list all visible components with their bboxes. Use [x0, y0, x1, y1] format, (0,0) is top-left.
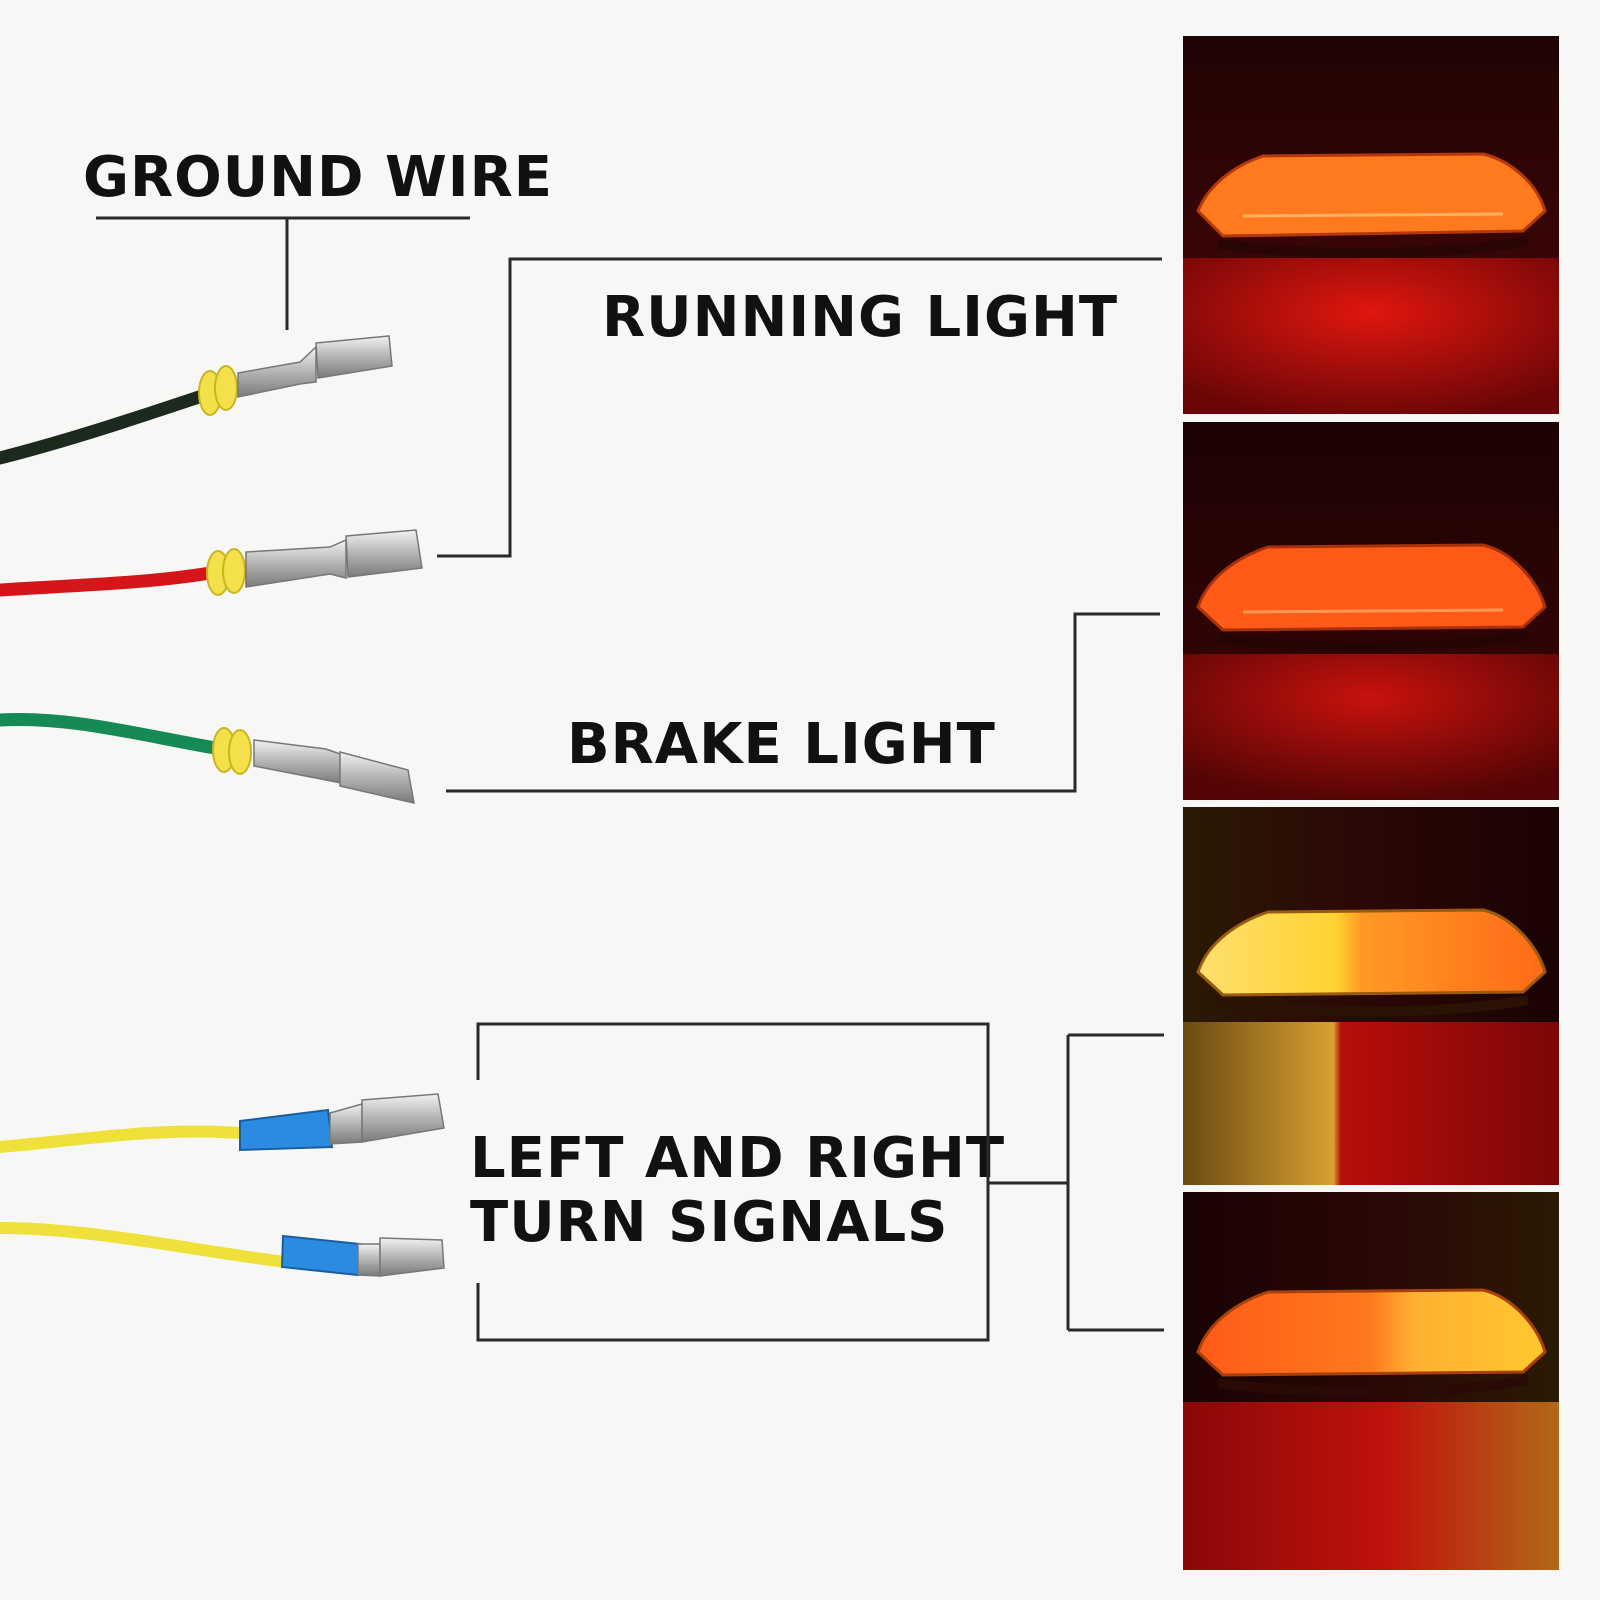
ground-callout-line [96, 216, 470, 330]
turn-signals-label-line2: TURN SIGNALS [470, 1190, 949, 1255]
red-wire [0, 529, 423, 597]
running-light-panel [1183, 36, 1559, 414]
green-wire-terminal [253, 739, 415, 804]
brake-light-label: BRAKE LIGHT [567, 712, 996, 777]
brake-light-panel [1183, 422, 1559, 800]
green-wire [0, 712, 415, 804]
ground-wire-label: GROUND WIRE [83, 145, 553, 210]
turn-signals-label: LEFT AND RIGHT TURN SIGNALS [470, 1127, 1005, 1255]
turn-signal-right-panel [1183, 1192, 1559, 1570]
brake-light-lamp [1196, 543, 1547, 632]
turn-signal-left-lamp [1196, 908, 1547, 997]
running-light-lamp [1196, 152, 1547, 238]
red-wire-yellow-seal [206, 548, 246, 596]
callout-lines [96, 216, 1164, 1342]
turn-bracket [476, 1022, 990, 1342]
turn-signal-left-panel [1183, 807, 1559, 1185]
running-light-label: RUNNING LIGHT [602, 285, 1119, 350]
black-wire-terminal [237, 335, 393, 398]
black-wire-yellow-seal [198, 365, 238, 416]
yellow-wire-right-terminal [357, 1237, 445, 1277]
turn-callout-line [988, 1033, 1164, 1332]
red-wire-terminal [245, 529, 423, 588]
yellow-wire-left [0, 1093, 445, 1153]
black-wire [0, 335, 393, 465]
turn-signal-right-lamp [1196, 1288, 1547, 1377]
yellow-wire-left-blue-sleeve [239, 1108, 334, 1152]
turn-signals-label-line1: LEFT AND RIGHT [470, 1126, 1006, 1191]
running-callout-line [437, 257, 1162, 558]
green-wire-yellow-seal [212, 727, 252, 775]
yellow-wire-left-terminal [329, 1093, 445, 1145]
yellow-wire-right-blue-sleeve [280, 1234, 362, 1277]
yellow-wire-right [0, 1222, 445, 1277]
brake-callout-line [446, 612, 1160, 793]
